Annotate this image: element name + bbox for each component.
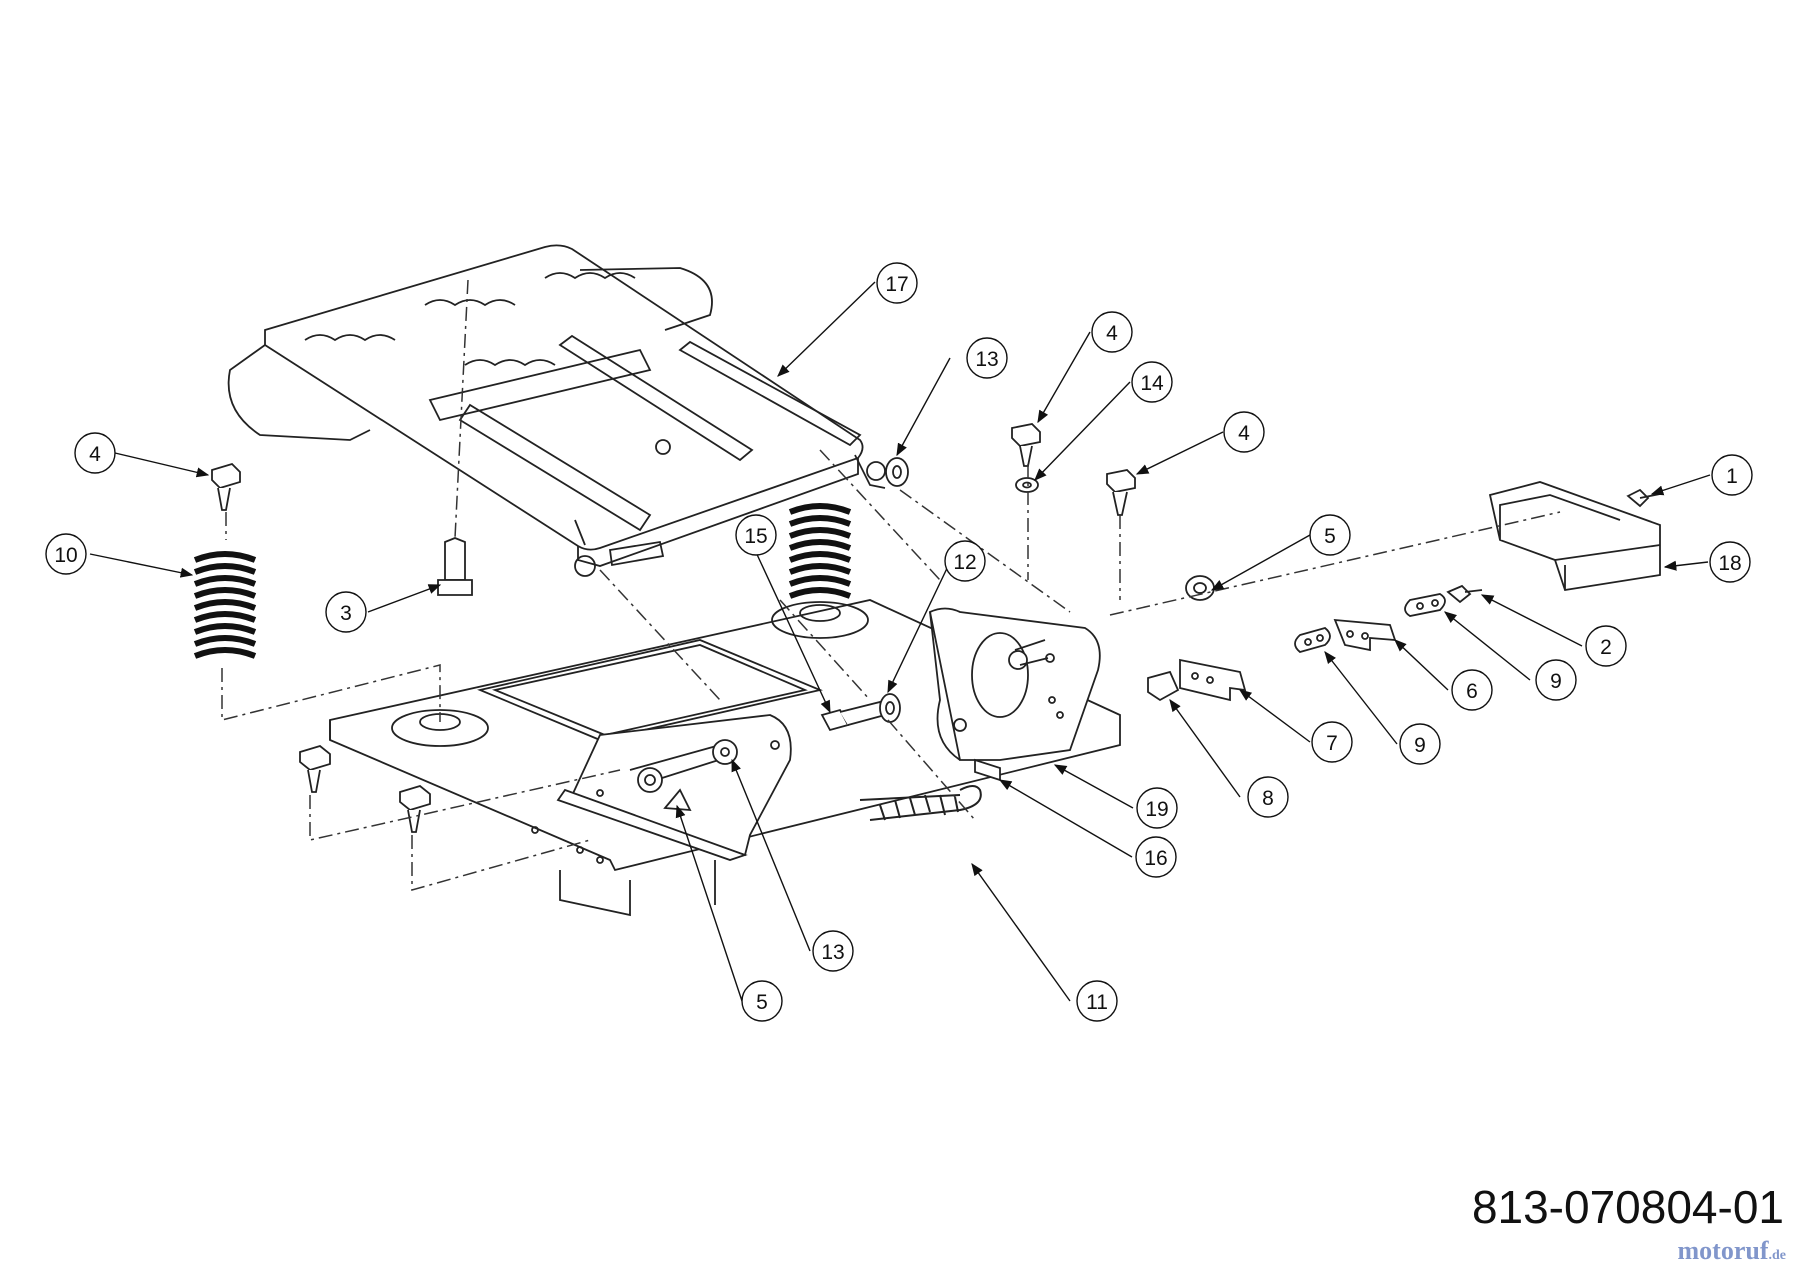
svg-text:13: 13 bbox=[821, 941, 844, 964]
callout-9-center: 9 bbox=[1399, 723, 1441, 765]
fasteners bbox=[211, 423, 1661, 833]
callout-1: 1 bbox=[1711, 454, 1753, 496]
spring-left bbox=[193, 551, 257, 659]
svg-text:1: 1 bbox=[1726, 465, 1738, 488]
svg-text:6: 6 bbox=[1466, 680, 1478, 703]
svg-text:2: 2 bbox=[1600, 636, 1612, 659]
svg-text:4: 4 bbox=[1106, 322, 1118, 345]
svg-text:17: 17 bbox=[885, 273, 908, 296]
callout-12: 12 bbox=[944, 540, 986, 582]
watermark-text: motoruf bbox=[1677, 1236, 1769, 1265]
callout-4-left: 4 bbox=[74, 432, 116, 474]
svg-text:4: 4 bbox=[89, 443, 101, 466]
callout-15: 15 bbox=[735, 514, 777, 556]
svg-text:4: 4 bbox=[1238, 422, 1250, 445]
callout-10: 10 bbox=[45, 533, 87, 575]
svg-text:11: 11 bbox=[1086, 991, 1108, 1014]
callout-19: 19 bbox=[1136, 787, 1178, 829]
rear-lever-bracket bbox=[928, 607, 1101, 782]
callout-7: 7 bbox=[1311, 721, 1353, 763]
svg-text:3: 3 bbox=[340, 602, 352, 625]
callout-4-top: 4 bbox=[1091, 311, 1133, 353]
callout-6: 6 bbox=[1451, 669, 1493, 711]
svg-text:10: 10 bbox=[54, 544, 77, 567]
callout-2: 2 bbox=[1585, 625, 1627, 667]
svg-text:9: 9 bbox=[1550, 670, 1562, 693]
callout-5-right: 5 bbox=[1309, 514, 1351, 556]
callout-17: 17 bbox=[876, 262, 918, 304]
switch-cover bbox=[1488, 481, 1661, 592]
diagram-number: 813-070804-01 bbox=[1471, 1181, 1784, 1233]
spring-right bbox=[788, 503, 852, 599]
callout-3: 3 bbox=[325, 591, 367, 633]
svg-text:5: 5 bbox=[756, 991, 768, 1014]
callout-18: 18 bbox=[1709, 541, 1751, 583]
callout-13-top: 13 bbox=[966, 337, 1008, 379]
svg-text:15: 15 bbox=[744, 525, 767, 548]
callout-4-right: 4 bbox=[1223, 411, 1265, 453]
callout-11: 11 bbox=[1076, 980, 1118, 1022]
callouts: 17 13 4 14 4 1 18 4 10 15 12 5 3 2 9 6 7… bbox=[45, 262, 1753, 1022]
seat-plate bbox=[227, 244, 886, 577]
svg-text:5: 5 bbox=[1324, 525, 1336, 548]
assembly-lines bbox=[221, 279, 1561, 891]
svg-text:13: 13 bbox=[975, 348, 998, 371]
svg-text:7: 7 bbox=[1326, 732, 1338, 755]
callout-9-right: 9 bbox=[1535, 659, 1577, 701]
watermark-suffix: .de bbox=[1768, 1248, 1787, 1263]
callout-13-bottom: 13 bbox=[812, 930, 854, 972]
extension-spring bbox=[859, 785, 982, 821]
svg-text:14: 14 bbox=[1140, 372, 1164, 395]
leader-lines bbox=[89, 281, 1711, 1002]
svg-text:12: 12 bbox=[953, 551, 976, 574]
watermark-logo: motoruf.de bbox=[1678, 1236, 1786, 1266]
svg-text:19: 19 bbox=[1145, 798, 1168, 821]
svg-text:8: 8 bbox=[1262, 787, 1274, 810]
callout-14: 14 bbox=[1131, 361, 1173, 403]
svg-text:16: 16 bbox=[1144, 847, 1167, 870]
front-lever-bracket bbox=[556, 714, 792, 861]
callout-5-bottom: 5 bbox=[741, 980, 783, 1022]
callout-16: 16 bbox=[1135, 836, 1177, 878]
svg-text:9: 9 bbox=[1414, 734, 1426, 757]
svg-text:18: 18 bbox=[1718, 552, 1741, 575]
callout-8: 8 bbox=[1247, 776, 1289, 818]
